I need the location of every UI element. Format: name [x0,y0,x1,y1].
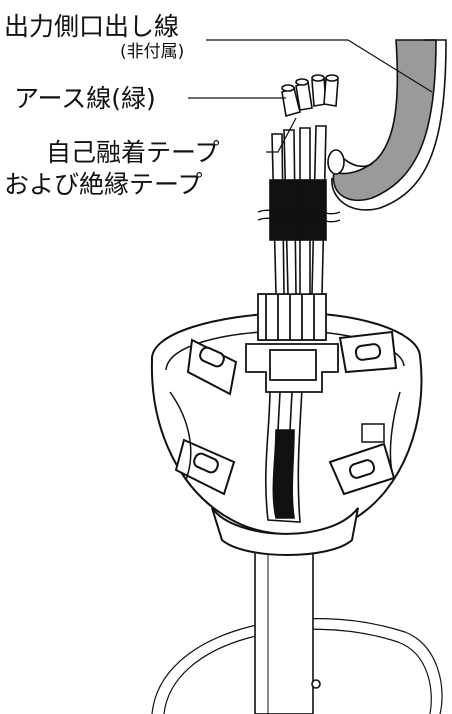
label-tape-line1: 自己融着テープ [46,138,220,167]
label-output-cable: 出力側口出し線 [4,12,180,41]
lower-wires [264,387,303,523]
label-not-included: (非付属) [120,42,185,62]
wire-terminals [281,74,339,118]
support-pole [254,539,321,714]
upper-wires [257,125,341,295]
output-cable [327,39,447,211]
label-ground-wire: アース線(緑) [14,84,156,113]
leader-lines [188,39,433,153]
base-plate [151,618,443,714]
label-tape-line2: および絶縁テープ [4,170,203,199]
wire-connector [245,293,339,393]
